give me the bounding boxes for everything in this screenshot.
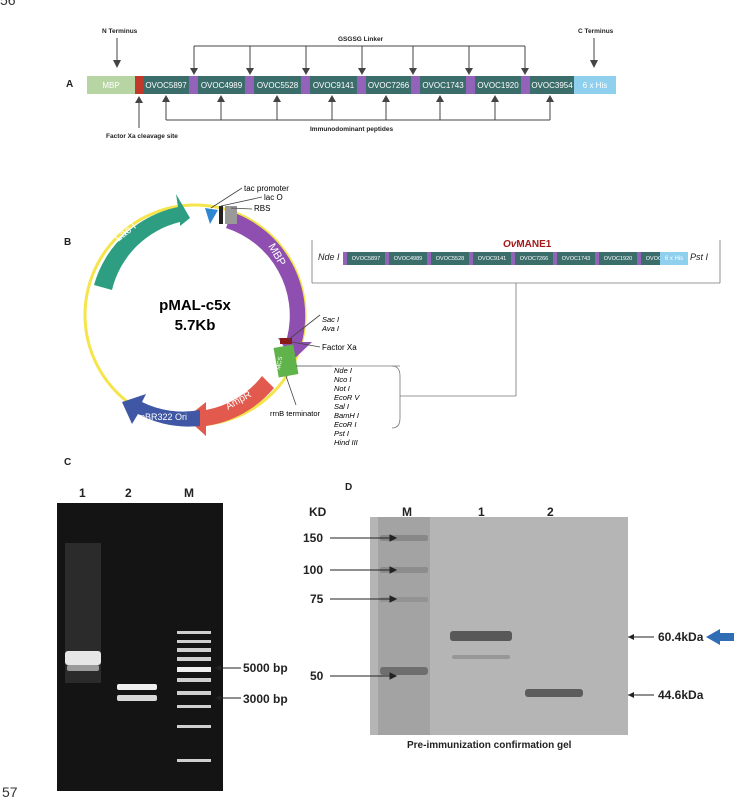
not-site-label: Not I xyxy=(334,384,350,393)
his-tag-segment: 6 x His xyxy=(574,76,616,94)
rbs-label: RBS xyxy=(254,204,270,213)
construct-peptide: OVOC5528 xyxy=(431,252,469,265)
terminator-label: rrnB terminator xyxy=(270,409,321,418)
mbp-label: MBP xyxy=(102,81,119,90)
construct-peptide-label: OVOC4989 xyxy=(394,256,422,262)
panel-d-letter: D xyxy=(345,482,352,493)
plasmid-name: pMAL-c5x xyxy=(159,297,231,314)
construct-peptide-label: OVOC1920 xyxy=(604,256,632,262)
peptide-segment: OVOC4989 xyxy=(198,76,245,94)
construct-peptide: OVOC9141 xyxy=(473,252,511,265)
bamh-site-label: BamH I xyxy=(334,411,359,420)
linker-segment xyxy=(411,76,420,94)
plasmid-map: Lac I MBP AmpR pBR322 Ori MCS pMAL-c5x 5… xyxy=(0,180,741,460)
gel-d-caption: Pre-immunization confirmation gel xyxy=(407,740,571,751)
peptide-label: OVOC7266 xyxy=(368,81,409,90)
marker-5000-label: 5000 bp xyxy=(243,661,288,675)
mbp-segment: MBP xyxy=(87,76,135,94)
his-tag-label: 6 x His xyxy=(583,81,607,90)
plasmid-size: 5.7Kb xyxy=(175,317,216,334)
peptide-segment: OVOC3954 xyxy=(530,76,574,94)
peptide-label: OVOC1920 xyxy=(477,81,518,90)
linker-segment xyxy=(189,76,198,94)
peptide-segment: OVOC1743 xyxy=(420,76,466,94)
peptide-label: OVOC4989 xyxy=(201,81,242,90)
peptide-label: OVOC5897 xyxy=(145,81,186,90)
construct-his-label: 6 x His xyxy=(665,256,683,262)
construct-peptide: OVOC4989 xyxy=(389,252,427,265)
nco-site-label: Nco I xyxy=(334,375,352,384)
peptide-label: OVOC5528 xyxy=(257,81,298,90)
construct-title-rest: MANE1 xyxy=(516,239,551,250)
kd-label: KD xyxy=(309,505,326,519)
linker-segment xyxy=(521,76,530,94)
peptide-label: OVOC1743 xyxy=(422,81,463,90)
construct-peptide-label: OVOC9141 xyxy=(478,256,506,262)
panel-c-letter: C xyxy=(64,457,71,468)
construct-title: OvMANE1 xyxy=(503,239,551,250)
lac-o-label: lac O xyxy=(264,193,283,202)
sal-site-label: Sal I xyxy=(334,402,349,411)
linker-segment xyxy=(357,76,366,94)
ladder-100-label: 100 xyxy=(303,563,323,577)
peptide-segment: OVOC5897 xyxy=(143,76,189,94)
hind-site-label: Hind III xyxy=(334,438,358,447)
peptide-segment: OVOC5528 xyxy=(254,76,301,94)
construct-bar: OVOC5897 OVOC4989 OVOC5528 OVOC9141 OVOC… xyxy=(343,252,687,265)
panel-a-arrows xyxy=(0,0,741,150)
agarose-gel xyxy=(57,503,223,791)
construct-peptide-label: OVOC7266 xyxy=(520,256,548,262)
gel-c-marker-arrows xyxy=(207,660,247,710)
construct-peptide-label: OVOC5897 xyxy=(352,256,380,262)
protein-gel xyxy=(370,517,628,735)
ecori-site-label: EcoR I xyxy=(334,420,357,429)
linker-segment xyxy=(466,76,475,94)
ecorv-site-label: EcoR V xyxy=(334,393,360,402)
construct-peptide: OVOC7266 xyxy=(515,252,553,265)
ori-label: pBR322 Ori xyxy=(140,412,187,422)
marker-3000-label: 3000 bp xyxy=(243,692,288,706)
construct-peptide: OVOC1920 xyxy=(599,252,637,265)
line-number-bottom: 57 xyxy=(2,784,18,800)
ladder-150-label: 150 xyxy=(303,531,323,545)
peptide-label: OVOC3954 xyxy=(531,81,572,90)
peptide-segment: OVOC7266 xyxy=(366,76,411,94)
ladder-50-label: 50 xyxy=(310,669,323,683)
factor-xa-label: Factor Xa xyxy=(322,343,357,352)
peptide-label: OVOC9141 xyxy=(313,81,354,90)
pst-site-label: Pst I xyxy=(334,429,349,438)
gel-d-ladder-arrows xyxy=(330,530,400,690)
band-60-label: 60.4kDa xyxy=(658,630,703,644)
construct-peptide: OVOC1743 xyxy=(557,252,595,265)
tac-promoter-label: tac promoter xyxy=(244,184,289,193)
nde-end-label: Nde I xyxy=(318,252,340,262)
peptide-segment: OVOC1920 xyxy=(475,76,521,94)
gel-c-lane-2-label: 2 xyxy=(125,486,132,500)
factor-xa-segment xyxy=(135,76,143,94)
gel-c-lane-1-label: 1 xyxy=(79,486,86,500)
ava-i-label: Ava I xyxy=(321,324,339,333)
peptide-segment: OVOC9141 xyxy=(310,76,357,94)
nde-site-label: Nde I xyxy=(334,366,352,375)
ladder-75-label: 75 xyxy=(310,592,323,606)
construct-peptide: OVOC5897 xyxy=(347,252,385,265)
linker-segment xyxy=(301,76,310,94)
pst-end-label: Pst I xyxy=(690,252,708,262)
construct-title-italic: Ov xyxy=(503,239,516,250)
band-44-label: 44.6kDa xyxy=(658,688,703,702)
construct-his-tag: 6 x His xyxy=(660,252,688,265)
sac-i-label: Sac I xyxy=(322,315,339,324)
gel-c-lane-m-label: M xyxy=(184,486,194,500)
construct-peptide-label: OVOC1743 xyxy=(562,256,590,262)
construct-peptide-label: OVOC5528 xyxy=(436,256,464,262)
band-arrow-icon xyxy=(706,629,734,645)
linker-segment xyxy=(245,76,254,94)
